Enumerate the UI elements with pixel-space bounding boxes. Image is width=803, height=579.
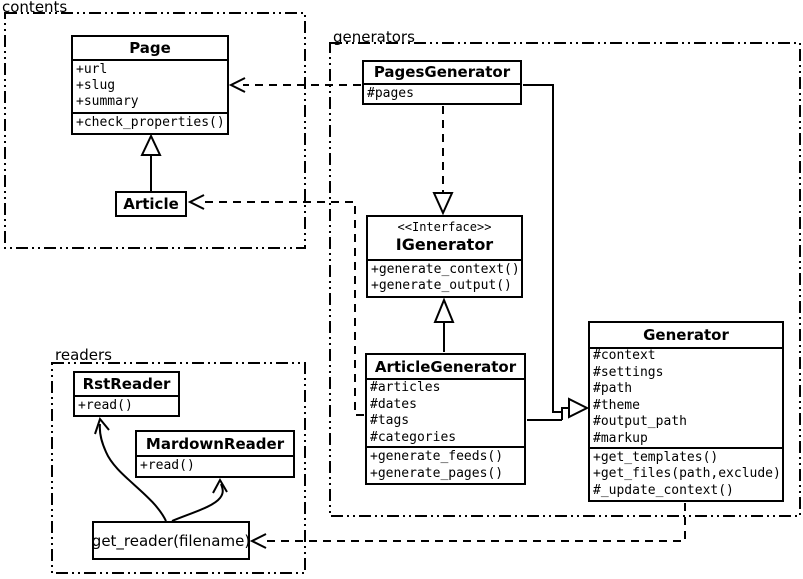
class-articlegenerator-name: ArticleGenerator — [374, 357, 517, 376]
class-pagesgenerator: PagesGenerator #pages — [362, 60, 522, 105]
generators-package-border — [329, 42, 801, 517]
class-generator: Generator #context #settings #path #them… — [588, 321, 784, 502]
class-rstreader-name: RstReader — [82, 375, 171, 393]
interface-igenerator: <<Interface>> IGenerator +generate_conte… — [366, 215, 523, 298]
class-articlegenerator-attributes: #articles #dates #tags #categories — [367, 378, 524, 446]
interface-igenerator-header: <<Interface>> IGenerator — [368, 217, 521, 259]
inheritance-generators-generator — [523, 84, 590, 421]
readers-package-label: readers — [55, 346, 112, 364]
method: +generate_feeds() — [370, 449, 504, 465]
attribute: +slug — [76, 78, 116, 94]
attribute: #tags — [370, 413, 410, 429]
method: +get_files(path,exclude) — [593, 466, 781, 482]
method: +generate_output() — [371, 278, 512, 294]
method: +generate_pages() — [370, 465, 504, 481]
attribute: #output_path — [593, 414, 687, 430]
class-page: Page +url +slug +summary +check_properti… — [71, 35, 229, 135]
class-rstreader-methods: +read() — [75, 395, 178, 415]
class-markdownreader: MardownReader +read() — [135, 430, 295, 478]
attribute: #path — [593, 381, 633, 397]
function-get-reader: get_reader(filename) — [92, 521, 250, 560]
interface-igenerator-name: IGenerator — [395, 235, 494, 255]
attribute: #theme — [593, 397, 640, 413]
class-article-name: Article — [123, 195, 179, 213]
interface-stereotype: <<Interface>> — [397, 220, 492, 235]
class-page-name: Page — [129, 38, 171, 57]
method: +read() — [140, 458, 195, 474]
attribute: #pages — [367, 85, 414, 101]
arrow-getreader-rstreader — [94, 416, 167, 522]
class-articlegenerator-methods: +generate_feeds() +generate_pages() — [367, 446, 524, 483]
contents-package-label: contents — [2, 0, 68, 16]
class-rstreader: RstReader +read() — [73, 371, 180, 417]
class-generator-name: Generator — [643, 325, 729, 344]
class-page-methods: +check_properties() — [73, 111, 227, 133]
attribute: #markup — [593, 430, 648, 446]
attribute: #articles — [370, 380, 441, 396]
dependency-articlegenerator-article — [187, 194, 364, 416]
class-generator-attributes: #context #settings #path #theme #output_… — [590, 346, 782, 447]
class-pagesgenerator-attributes: #pages — [364, 82, 520, 103]
dependency-pagesgenerator-page — [228, 77, 361, 93]
generators-package-label: generators — [333, 28, 415, 46]
method: +read() — [78, 397, 133, 413]
attribute: #settings — [593, 364, 664, 380]
realization-articlegenerator-igenerator — [433, 297, 455, 352]
class-page-attributes: +url +slug +summary — [73, 58, 227, 112]
attribute: #dates — [370, 396, 417, 412]
contents-package-border — [4, 12, 306, 249]
class-pagesgenerator-name: PagesGenerator — [373, 63, 511, 82]
inheritance-article-page — [140, 133, 162, 191]
class-generator-methods: +get_templates() +get_files(path,exclude… — [590, 446, 782, 500]
attribute: #context — [593, 348, 656, 364]
interface-igenerator-methods: +generate_context() +generate_output() — [368, 258, 521, 296]
readers-package-border — [51, 362, 306, 574]
method: #_update_context() — [593, 482, 734, 498]
class-articlegenerator: ArticleGenerator #articles #dates #tags … — [365, 353, 526, 485]
attribute: #categories — [370, 429, 457, 445]
realization-pagesgenerator-igenerator — [432, 106, 454, 216]
arrow-getreader-markdownreader — [171, 477, 228, 522]
class-article: Article — [115, 191, 187, 217]
attribute: +summary — [76, 94, 139, 110]
attribute: +url — [76, 61, 108, 77]
class-markdownreader-name: MardownReader — [145, 434, 285, 453]
method: +check_properties() — [76, 115, 225, 131]
method: +generate_context() — [371, 262, 520, 278]
method: +get_templates() — [593, 449, 719, 465]
dependency-generator-getreader — [249, 503, 686, 549]
class-markdownreader-methods: +read() — [137, 455, 293, 476]
